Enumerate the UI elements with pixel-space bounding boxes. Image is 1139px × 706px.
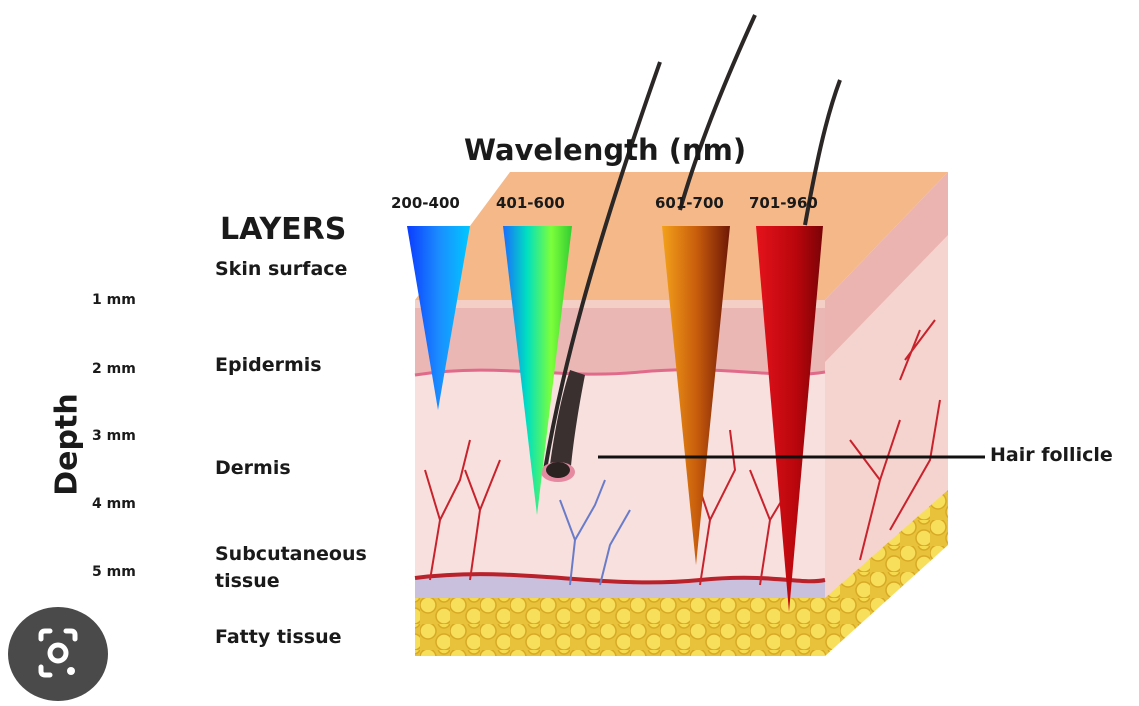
layer-label-fatty-tissue: Fatty tissue xyxy=(215,626,341,648)
hair-follicle-label: Hair follicle xyxy=(990,444,1113,466)
depth-tick-1mm: 1 mm xyxy=(92,292,136,308)
depth-tick-2mm: 2 mm xyxy=(92,361,136,377)
depth-tick-3mm: 3 mm xyxy=(92,428,136,444)
wavelength-label-401-600: 401-600 xyxy=(496,194,565,212)
layers-heading: LAYERS xyxy=(220,212,346,247)
depth-tick-4mm: 4 mm xyxy=(92,496,136,512)
layer-label-dermis: Dermis xyxy=(215,457,291,479)
depth-tick-5mm: 5 mm xyxy=(92,564,136,580)
fatty-tissue-layer xyxy=(415,598,825,656)
layer-label-subcutaneous: Subcutaneous tissue xyxy=(215,541,400,595)
layer-label-skin-surface: Skin surface xyxy=(215,258,347,280)
layer-label-epidermis: Epidermis xyxy=(215,354,322,376)
wavelength-label-200-400: 200-400 xyxy=(391,194,460,212)
depth-label: Depth xyxy=(50,390,85,500)
chart-title: Wavelength (nm) xyxy=(464,133,746,167)
wavelength-label-601-700: 601-700 xyxy=(655,194,724,212)
wavelength-label-701-960: 701-960 xyxy=(749,194,818,212)
google-lens-button[interactable] xyxy=(8,607,108,701)
google-lens-icon xyxy=(8,607,108,701)
